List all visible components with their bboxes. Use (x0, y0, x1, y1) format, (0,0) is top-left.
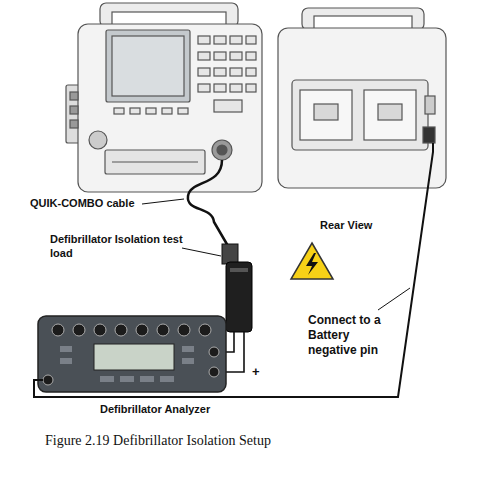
part-label: Defibrillator Isolation test load (50, 233, 185, 261)
battery-wire (34, 143, 433, 397)
leader-line (378, 288, 410, 310)
leader-line (182, 248, 221, 256)
part-label: Defibrillator Analyzer (100, 403, 210, 417)
defibrillator-analyzer (38, 316, 226, 392)
isolation-test-load (222, 244, 252, 332)
warning-symbol (291, 243, 333, 279)
leader-line (142, 199, 184, 204)
note-label: Connect to a Battery negative pin (308, 313, 390, 358)
figure-caption: Figure 2.19 Defibrillator Isolation Setu… (45, 432, 271, 450)
polarity-sign: + (252, 364, 260, 380)
view-label: Rear View (320, 219, 372, 233)
front-monitor (66, 3, 262, 192)
rear-monitor (278, 8, 446, 188)
cable-label: QUIK-COMBO cable (30, 197, 135, 211)
quik-combo-cable (188, 160, 228, 246)
